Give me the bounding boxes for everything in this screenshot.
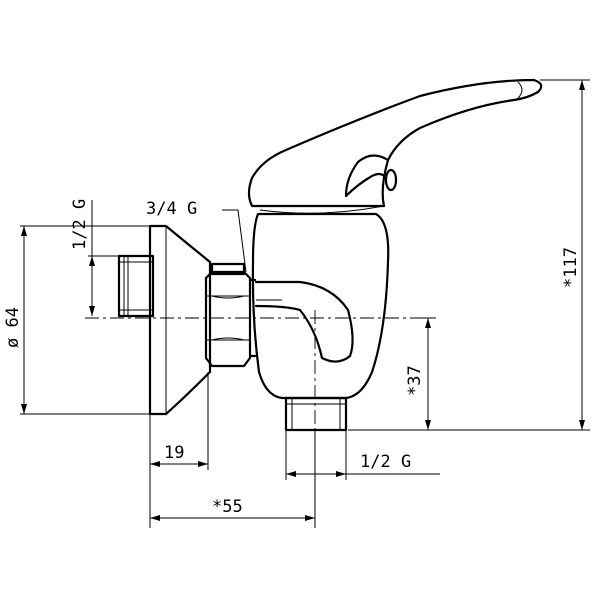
lever-pivot	[384, 168, 398, 192]
label-flange-width: 19	[164, 443, 184, 463]
dimension-labels: 1/2 G 3/4 G ø 64 *117 *37 19 *55 1/2 G	[3, 199, 581, 517]
outlet-nipple-body	[284, 396, 348, 432]
wall-flange	[148, 224, 212, 416]
body-highlight	[254, 280, 354, 363]
lever-handle	[247, 78, 543, 215]
lever-inner-curve	[344, 154, 390, 198]
label-outlet-thread: 1/2 G	[360, 452, 411, 472]
centerlines	[85, 310, 420, 430]
hex-nut	[204, 262, 252, 368]
flange-outline	[148, 224, 212, 416]
inlet-thread-nipple	[117, 254, 155, 318]
label-inlet-thread: 1/2 G	[70, 199, 90, 250]
label-nut-thread: 3/4 G	[146, 199, 197, 219]
lever-outline	[247, 78, 543, 208]
label-diameter: ø 64	[3, 307, 23, 348]
dimensions	[20, 79, 590, 528]
outlet-thread-nipple	[284, 396, 348, 432]
hex-nut-outline	[204, 270, 252, 368]
mixer-body	[251, 212, 390, 400]
label-total-width: *55	[212, 497, 243, 517]
inlet-nipple-body	[117, 254, 155, 318]
label-outlet-height: *37	[405, 365, 425, 396]
label-total-height: *117	[561, 247, 581, 288]
